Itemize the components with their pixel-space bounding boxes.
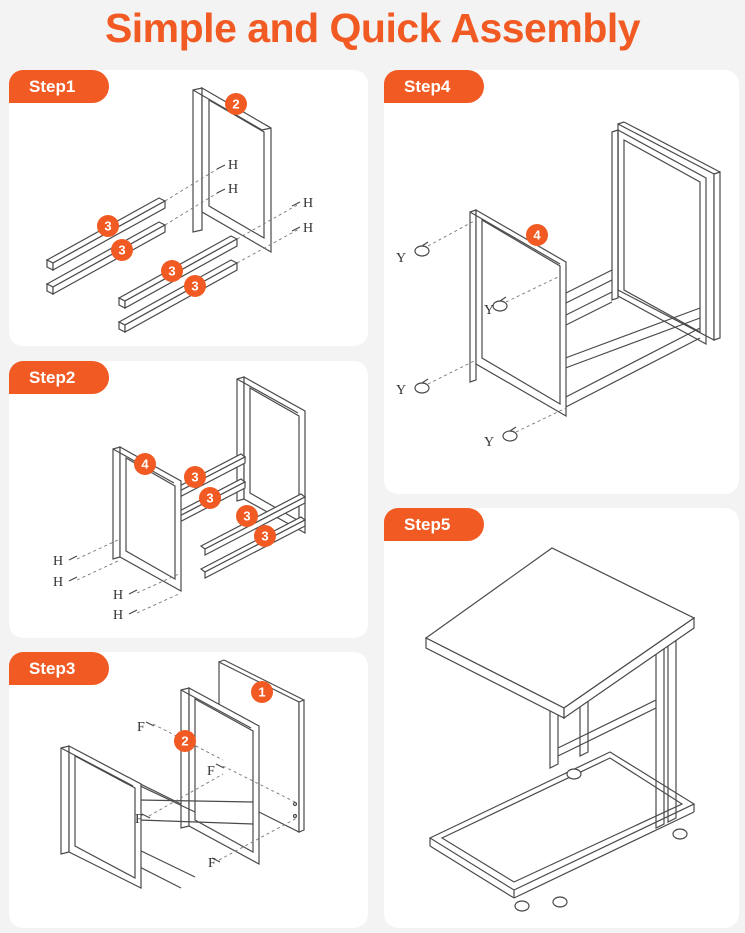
hardware-label: H xyxy=(113,608,123,623)
hardware-label: H xyxy=(303,196,313,211)
screw-icon xyxy=(145,721,155,727)
step5-panel: Step5 xyxy=(384,508,739,928)
step1-tab: Step1 xyxy=(9,70,109,103)
part-badge: 3 xyxy=(236,505,258,527)
step3-diagram: F F F F 1 2 xyxy=(60,659,305,889)
step1-diagram: H H H H 2 3 3 3 3 xyxy=(45,86,313,334)
screw-icon xyxy=(211,857,221,863)
hardware-label: H xyxy=(53,575,63,590)
screw-icon xyxy=(216,188,226,194)
svg-text:3: 3 xyxy=(206,491,213,506)
part-badge: 4 xyxy=(134,453,156,475)
svg-text:3: 3 xyxy=(191,470,198,485)
part-badge: 3 xyxy=(97,215,119,237)
bar-part xyxy=(45,221,167,296)
caster-icon xyxy=(414,241,430,257)
frame-assembly xyxy=(60,686,260,889)
step5-tab: Step5 xyxy=(384,508,484,541)
screw-icon xyxy=(141,813,151,819)
svg-text:3: 3 xyxy=(104,219,111,234)
frame-assembly xyxy=(469,121,721,418)
page-title: Simple and Quick Assembly xyxy=(104,5,641,51)
svg-text:4: 4 xyxy=(141,457,149,472)
step3-tab: Step3 xyxy=(9,652,109,685)
caster-icon xyxy=(502,426,518,442)
hardware-label: H xyxy=(228,182,238,197)
hardware-label: F xyxy=(207,764,215,779)
hardware-label: H xyxy=(228,158,238,173)
screw-icon xyxy=(68,555,78,561)
screw-icon xyxy=(291,201,301,207)
screw-icon xyxy=(215,763,225,769)
hardware-label: Y xyxy=(396,251,406,266)
svg-text:3: 3 xyxy=(243,509,250,524)
screw-icon xyxy=(291,226,301,232)
part-badge: 3 xyxy=(199,487,221,509)
screw-icon xyxy=(128,589,138,595)
step2-diagram: H H H H 4 3 3 3 3 xyxy=(53,375,307,623)
step4-panel: Step4 xyxy=(384,70,739,494)
step3-panel: Step3 xyxy=(9,652,368,928)
step4-tab: Step4 xyxy=(384,70,484,103)
caster-icon xyxy=(492,296,508,312)
hardware-label: H xyxy=(113,588,123,603)
hardware-label: F xyxy=(135,812,143,827)
svg-text:4: 4 xyxy=(533,228,541,243)
part-badge: 3 xyxy=(254,525,276,547)
part-badge: 4 xyxy=(526,224,548,246)
caster-icon xyxy=(414,378,430,394)
step4-diagram: Y Y Y Y 4 xyxy=(396,121,721,450)
part-badge: 2 xyxy=(174,730,196,752)
part-badge: 2 xyxy=(225,93,247,115)
svg-text:1: 1 xyxy=(258,685,265,700)
hardware-label: H xyxy=(303,221,313,236)
part-badge: 3 xyxy=(161,260,183,282)
hardware-label: Y xyxy=(484,435,494,450)
finished-table xyxy=(424,547,696,912)
step2-panel: Step2 H H H H 4 xyxy=(9,361,368,638)
hardware-label: H xyxy=(53,554,63,569)
screw-icon xyxy=(128,609,138,615)
hardware-label: F xyxy=(208,856,216,871)
part-badge: 3 xyxy=(184,466,206,488)
svg-text:3: 3 xyxy=(191,279,198,294)
step5-diagram xyxy=(424,547,696,912)
hardware-label: Y xyxy=(484,303,494,318)
svg-text:3: 3 xyxy=(118,243,125,258)
step2-tab: Step2 xyxy=(9,361,109,394)
screw-icon xyxy=(68,576,78,582)
part-badge: 3 xyxy=(184,275,206,297)
svg-text:3: 3 xyxy=(168,264,175,279)
hardware-label: Y xyxy=(396,383,406,398)
part-badge: 1 xyxy=(251,681,273,703)
svg-text:2: 2 xyxy=(232,97,239,112)
hardware-label: F xyxy=(137,720,145,735)
screw-icon xyxy=(216,164,226,170)
part-badge: 3 xyxy=(111,239,133,261)
svg-text:3: 3 xyxy=(261,529,268,544)
svg-text:2: 2 xyxy=(181,734,188,749)
side-frame-part xyxy=(192,86,272,254)
step1-panel: Step1 xyxy=(9,70,368,346)
